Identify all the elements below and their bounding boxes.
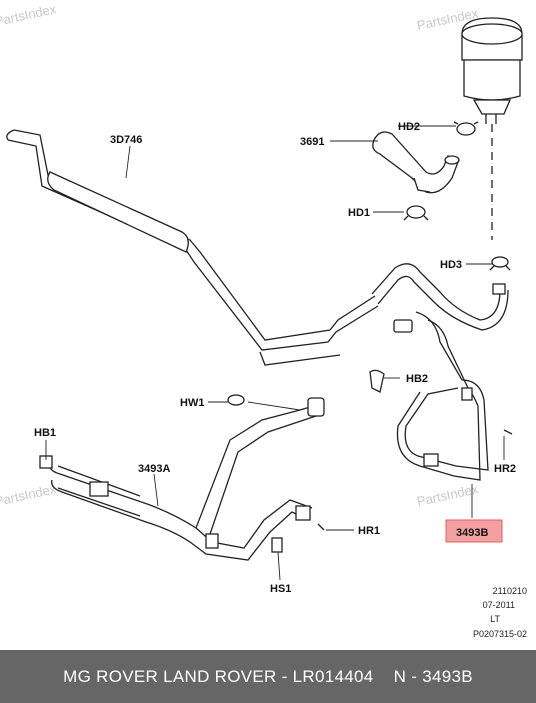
hose-3691	[372, 131, 460, 194]
connector-fittings	[39, 319, 513, 553]
label-hd2: HD2	[398, 121, 420, 133]
clamp-hd1	[403, 205, 429, 221]
label-3d746: 3D746	[110, 134, 142, 146]
label-hr1: HR1	[358, 525, 380, 537]
label-3493a: 3493A	[138, 463, 170, 475]
watermark-mid-right: PartsIndex	[416, 481, 480, 509]
clamp-hd3	[489, 256, 511, 271]
label-3691: 3691	[300, 136, 324, 148]
return-hose-upper	[371, 263, 509, 331]
label-hs1: HS1	[270, 583, 291, 595]
cooler-pipe-3d746	[6, 129, 379, 366]
footer-spacer	[374, 667, 394, 687]
label-3493b: 3493B	[456, 527, 488, 539]
footer-ref-code: N - 3493B	[393, 666, 473, 686]
footer-bar: MG ROVER LAND ROVER - LR014404 N - 3493B	[0, 650, 536, 703]
label-hb2: HB2	[406, 373, 428, 385]
highlight-box-3493b	[445, 519, 503, 543]
hose-3493b	[396, 311, 489, 481]
label-hd3: HD3	[440, 259, 462, 271]
label-hb1: HB1	[34, 427, 56, 439]
meta-line-4: P0207315-02	[473, 629, 527, 639]
parts-diagram: PartsIndex PartsIndex PartsIndex PartsIn…	[0, 1, 527, 639]
watermark-mid-left: PartsIndex	[0, 481, 58, 509]
meta-line-3: LT	[490, 614, 500, 624]
pressure-hose-3493a	[49, 403, 323, 561]
label-hr2: HR2	[494, 463, 516, 475]
label-hd1: HD1	[348, 207, 370, 219]
watermark-top-left: PartsIndex	[0, 1, 58, 29]
meta-line-2: 07-2011	[483, 600, 515, 610]
clamp-hd2	[453, 121, 479, 136]
leader-lines	[45, 125, 505, 581]
fluid-reservoir	[461, 17, 523, 240]
footer-part-number: MG ROVER LAND ROVER - LR014404	[63, 666, 374, 686]
meta-line-1: 2110210	[493, 586, 527, 596]
label-hw1: HW1	[180, 397, 204, 409]
